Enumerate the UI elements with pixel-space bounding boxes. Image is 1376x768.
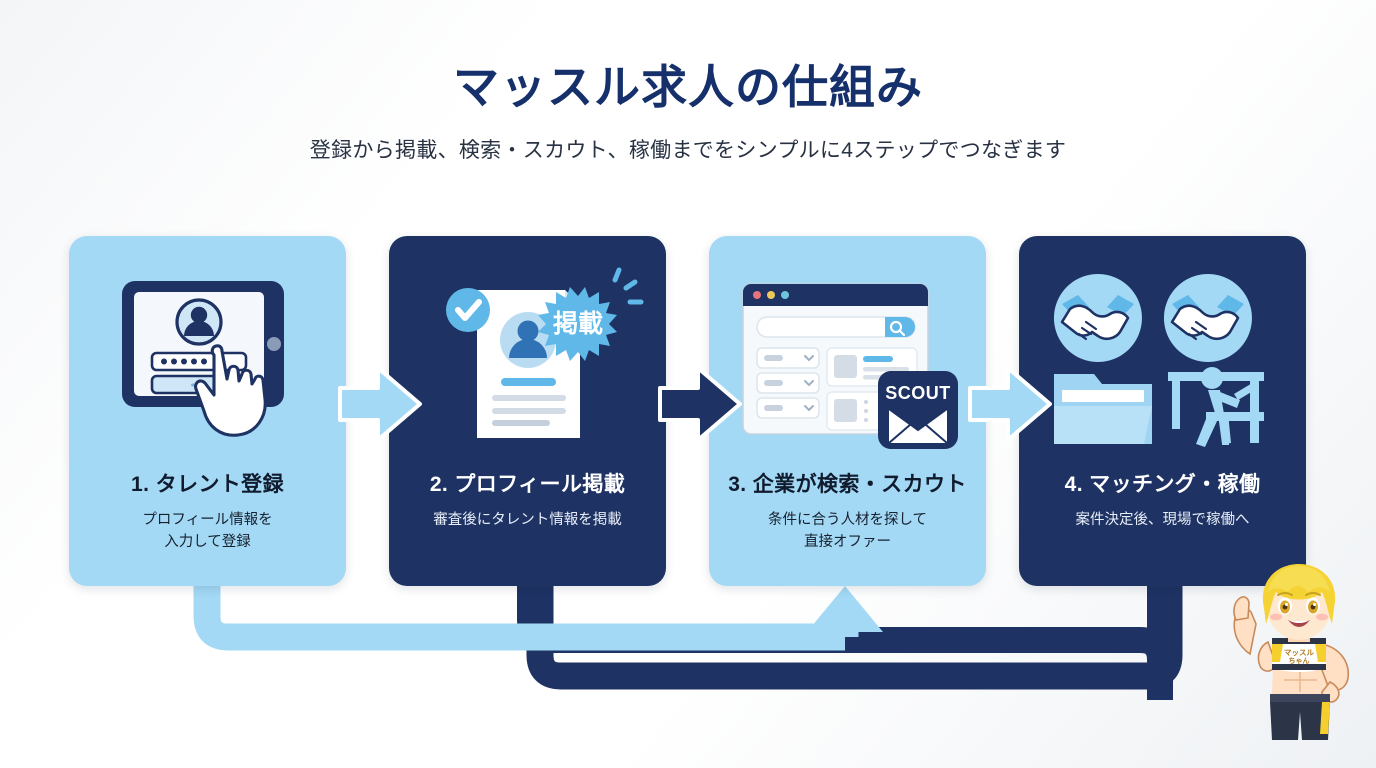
arrow-step2-to-step3 — [658, 362, 744, 446]
mascot-shirt-text-2: ちゃん — [1289, 657, 1310, 665]
handshake-pin-right — [1163, 273, 1252, 362]
folder-icon — [1054, 373, 1152, 444]
step-3-desc-line2: 直接オファー — [804, 534, 891, 551]
mascot-shirt-text: マッスル — [1284, 648, 1314, 657]
step-2-illustration: 掲載 — [389, 258, 666, 468]
traffic-light-red — [752, 290, 761, 299]
step-card-1[interactable]: 1. タレント登録 プロフィール情報を 入力して登録 — [69, 236, 346, 586]
step-3-desc: 条件に合う人材を探して 直接オファー — [717, 509, 978, 553]
scout-badge: SCOUT — [877, 370, 958, 449]
step-card-3[interactable]: SCOUT 3. 企業が検索・スカウト 条件に合う人材を探して 直接オファー — [709, 236, 986, 586]
traffic-light-green — [780, 290, 789, 299]
page-title: マッスル求人の仕組み — [453, 61, 923, 113]
muscle-mascot-character: マッスル ちゃん — [1233, 564, 1349, 740]
filter-dropdown-1[interactable] — [755, 346, 820, 369]
step-1-title: 1. タレント登録 — [131, 473, 284, 496]
step-3-text: 3. 企業が検索・スカウト 条件に合う人材を探して 直接オファー — [717, 468, 978, 553]
step-card-4[interactable]: 4. マッチング・稼働 案件決定後、現場で稼働へ — [1019, 236, 1306, 586]
step-card-2[interactable]: 掲載 2. プロフィール掲載 審査後にタレント情報を掲載 — [389, 236, 666, 586]
scout-badge-label: SCOUT — [885, 383, 951, 403]
traffic-light-yellow — [766, 290, 775, 299]
step-1-desc-line2: 入力して登録 — [164, 534, 251, 551]
header: マッスル求人の仕組み 登録から掲載、検索・スカウト、稼働までをシンプルに4ステッ… — [0, 61, 1376, 164]
step-4-text: 4. マッチング・稼働 案件決定後、現場で稼働へ — [1027, 468, 1298, 531]
step-1-text: 1. タレント登録 プロフィール情報を 入力して登録 — [77, 468, 338, 553]
sparkle-lines-icon — [612, 267, 644, 305]
profile-document-icon: 掲載 — [446, 267, 644, 438]
search-icon — [889, 320, 902, 333]
step-4-illustration — [1019, 258, 1306, 468]
worker-desk-icon — [1168, 366, 1264, 447]
page-subtitle: 登録から掲載、検索・スカウト、稼働までをシンプルに4ステップでつなぎます — [309, 138, 1067, 162]
step-2-title: 2. プロフィール掲載 — [429, 473, 626, 496]
envelope-icon — [887, 407, 948, 444]
step-4-desc: 案件決定後、現場で稼働へ — [1075, 512, 1250, 528]
handshake-pin-left — [1053, 273, 1142, 362]
step-4-title: 4. マッチング・稼働 — [1064, 473, 1261, 496]
check-circle-icon — [446, 288, 490, 332]
keisai-starburst-badge: 掲載 — [538, 287, 617, 361]
feedback-arrow-up — [807, 586, 883, 632]
step-3-title: 3. 企業が検索・スカウト — [728, 473, 967, 496]
handshake-folder-worker-icon — [1053, 273, 1264, 447]
step-2-text: 2. プロフィール掲載 審査後にタレント情報を掲載 — [397, 468, 658, 531]
arrow-step3-to-step4 — [968, 362, 1054, 446]
step-3-illustration: SCOUT — [709, 258, 986, 468]
browser-search-icon: SCOUT — [741, 282, 958, 449]
filter-dropdown-2[interactable] — [755, 371, 820, 394]
arrow-step1-to-step2 — [338, 362, 424, 446]
step-3-desc-line1: 条件に合う人材を探して — [767, 512, 928, 528]
loop-connector-light — [193, 560, 845, 651]
step-2-desc: 審査後にタレント情報を掲載 — [433, 512, 622, 528]
tablet-login-hand-icon — [121, 280, 284, 437]
step-1-illustration — [69, 258, 346, 468]
keisai-badge-label: 掲載 — [553, 310, 603, 338]
step-1-desc-line1: プロフィール情報を — [142, 512, 273, 528]
hand-cursor-icon — [193, 343, 267, 437]
filter-dropdown-3[interactable] — [755, 396, 820, 419]
loop-connector-navy-u — [526, 560, 1183, 690]
step-1-desc: プロフィール情報を 入力して登録 — [77, 509, 338, 553]
